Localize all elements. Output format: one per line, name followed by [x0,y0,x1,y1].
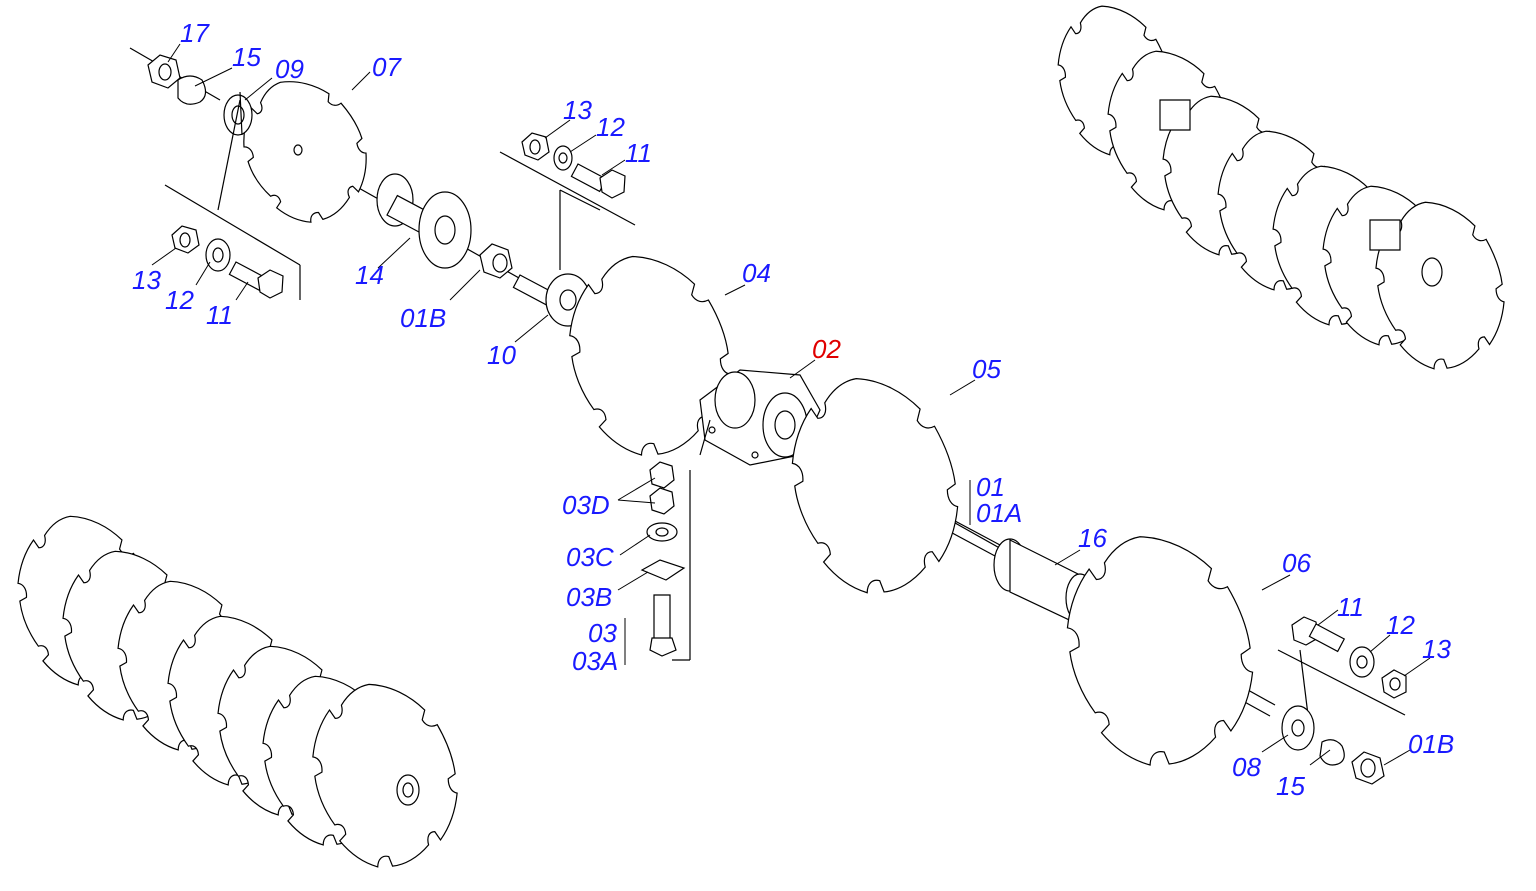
label-02[interactable]: 02 [812,334,841,364]
label-14[interactable]: 14 [355,260,384,290]
label-04[interactable]: 04 [742,258,771,288]
label-03d[interactable]: 03D [562,490,610,520]
label-11-middle[interactable]: 11 [625,138,652,168]
label-03a[interactable]: 03A [572,646,619,676]
label-03c[interactable]: 03C [566,542,614,572]
label-15-lower[interactable]: 15 [1276,771,1305,801]
label-13-right[interactable]: 13 [1422,634,1451,664]
hub-14 [377,174,471,268]
label-01a[interactable]: 01A [976,498,1023,528]
leader-lines [152,44,1430,765]
label-11-left[interactable]: 11 [206,300,233,330]
assembled-gang-upper-right [1048,0,1515,378]
label-01b-upper[interactable]: 01B [400,303,447,333]
hardware-mid-left [165,100,300,300]
label-13-left[interactable]: 13 [132,265,161,295]
disc-07 [226,63,383,237]
label-05[interactable]: 05 [972,354,1001,384]
label-12-right[interactable]: 12 [1386,610,1415,640]
label-09[interactable]: 09 [275,54,304,84]
nut-01b-upper [480,244,512,278]
label-12-left[interactable]: 12 [165,285,194,315]
disc-06 [1052,521,1267,777]
hardware-upper-middle [500,133,635,270]
assembled-gang-lower-left [7,505,469,877]
label-10[interactable]: 10 [487,340,516,370]
label-03[interactable]: 03 [588,618,617,648]
label-12-middle[interactable]: 12 [596,112,625,142]
label-07[interactable]: 07 [372,52,401,82]
label-01b-lower[interactable]: 01B [1408,729,1455,759]
label-01[interactable]: 01 [976,472,1005,502]
label-08[interactable]: 08 [1232,752,1261,782]
bolt-stack-03 [642,420,710,660]
label-15-upper[interactable]: 15 [232,42,261,72]
label-11-right[interactable]: 11 [1337,592,1364,622]
label-13-middle[interactable]: 13 [563,95,592,125]
label-16[interactable]: 16 [1078,523,1107,553]
hardware-upper-left [130,48,252,135]
label-06[interactable]: 06 [1282,548,1311,578]
label-03b[interactable]: 03B [566,582,613,612]
hardware-lower-right [1278,617,1406,784]
label-17[interactable]: 17 [180,18,209,48]
